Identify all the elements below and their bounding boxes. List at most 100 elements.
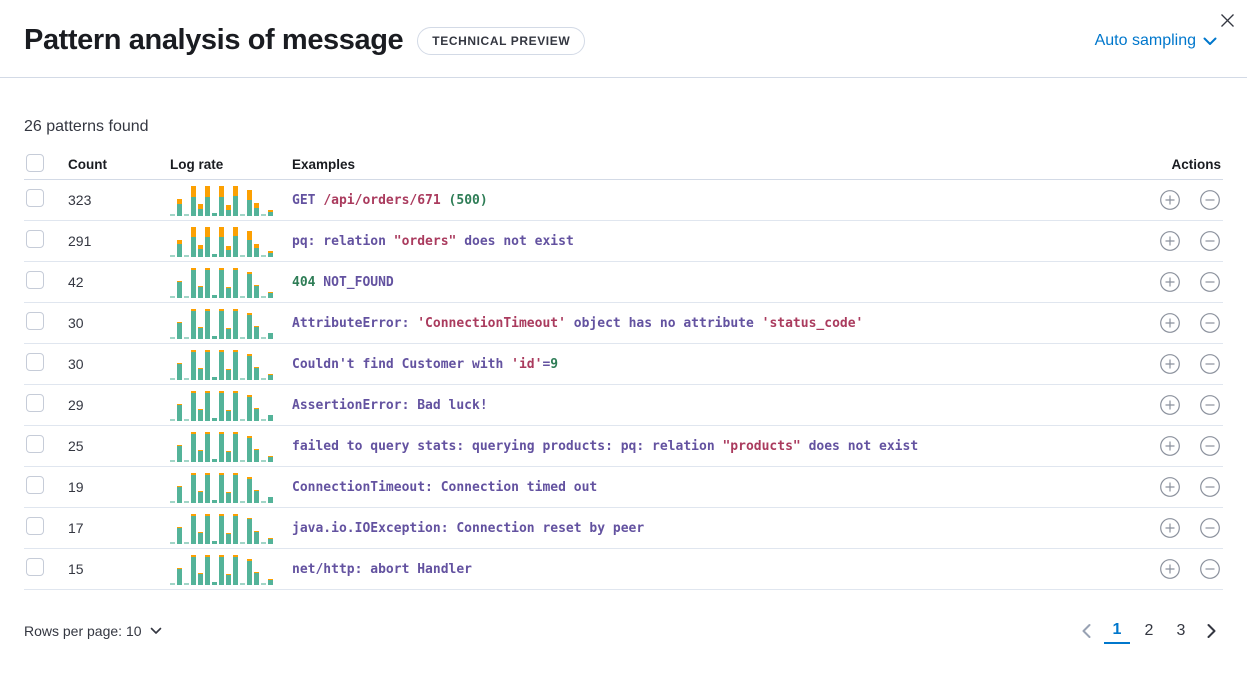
filter-out-pattern-button[interactable] xyxy=(1199,271,1221,293)
filter-in-pattern-button[interactable] xyxy=(1159,435,1181,457)
table-row: 17 java.io.IOException: Connection reset… xyxy=(24,508,1223,549)
count-value: 323 xyxy=(68,192,92,208)
example-token: java.io.IOException: Connection reset by… xyxy=(292,520,645,536)
row-checkbox[interactable] xyxy=(26,393,44,412)
example-token: GET xyxy=(292,192,324,208)
example-token: AssertionError: Bad luck! xyxy=(292,397,488,413)
example-text: java.io.IOException: Connection reset by… xyxy=(292,521,1131,536)
row-checkbox[interactable] xyxy=(26,475,44,494)
example-token: = xyxy=(542,356,551,372)
log-rate-sparkline xyxy=(170,555,273,585)
log-rate-cell xyxy=(170,307,292,339)
row-checkbox-cell xyxy=(24,475,68,499)
plus-in-circle-icon xyxy=(1160,313,1180,333)
log-rate-sparkline xyxy=(170,514,273,544)
actions-cell xyxy=(1131,312,1223,334)
example-token: Couldn't find Customer with xyxy=(292,356,512,372)
filter-in-pattern-button[interactable] xyxy=(1159,476,1181,498)
row-checkbox[interactable] xyxy=(26,229,44,248)
row-checkbox[interactable] xyxy=(26,270,44,289)
pagination-page-1[interactable]: 1 xyxy=(1104,618,1130,644)
table-row: 291 pq: relation "orders" does not exist xyxy=(24,221,1223,262)
example-text: ConnectionTimeout: Connection timed out xyxy=(292,480,1131,495)
row-checkbox[interactable] xyxy=(26,188,44,207)
minus-in-circle-icon xyxy=(1200,190,1220,210)
flyout-header: Pattern analysis of message TECHNICAL PR… xyxy=(0,0,1247,78)
filter-out-pattern-button[interactable] xyxy=(1199,189,1221,211)
chevron-down-icon xyxy=(150,627,161,634)
example-token: failed to query stats: querying products… xyxy=(292,438,723,454)
filter-out-pattern-button[interactable] xyxy=(1199,230,1221,252)
filter-in-pattern-button[interactable] xyxy=(1159,312,1181,334)
row-checkbox[interactable] xyxy=(26,434,44,453)
count-value: 29 xyxy=(68,397,84,413)
column-header-log-rate: Log rate xyxy=(170,157,224,172)
select-all-checkbox[interactable] xyxy=(26,154,44,172)
page-title: Pattern analysis of message xyxy=(24,24,404,56)
example-text: AttributeError: 'ConnectionTimeout' obje… xyxy=(292,316,1131,331)
filter-out-pattern-button[interactable] xyxy=(1199,558,1221,580)
sampling-dropdown[interactable]: Auto sampling xyxy=(1095,32,1217,50)
row-checkbox-cell xyxy=(24,516,68,540)
chevron-down-icon xyxy=(1203,37,1217,45)
count-value: 30 xyxy=(68,356,84,372)
filter-out-pattern-button[interactable] xyxy=(1199,435,1221,457)
filter-in-pattern-button[interactable] xyxy=(1159,558,1181,580)
filter-in-pattern-button[interactable] xyxy=(1159,394,1181,416)
row-checkbox[interactable] xyxy=(26,352,44,371)
example-text: AssertionError: Bad luck! xyxy=(292,398,1131,413)
example-text: net/http: abort Handler xyxy=(292,562,1131,577)
table-row: 30 Couldn't find Customer with 'id'=9 xyxy=(24,344,1223,385)
log-rate-sparkline xyxy=(170,309,273,339)
count-value: 19 xyxy=(68,479,84,495)
example-token: "products" xyxy=(722,438,801,454)
filter-in-pattern-button[interactable] xyxy=(1159,517,1181,539)
table-row: 42 404 NOT_FOUND xyxy=(24,262,1223,303)
rows-per-page-dropdown[interactable]: Rows per page: 10 xyxy=(24,623,162,639)
log-rate-cell xyxy=(170,225,292,257)
pagination-prev-button[interactable] xyxy=(1075,623,1098,639)
row-checkbox-cell xyxy=(24,270,68,294)
filter-out-pattern-button[interactable] xyxy=(1199,394,1221,416)
minus-in-circle-icon xyxy=(1200,477,1220,497)
column-header-actions: Actions xyxy=(1171,157,1221,172)
count-value: 291 xyxy=(68,233,92,249)
row-checkbox[interactable] xyxy=(26,516,44,535)
table-header-row: Count Log rate Examples Actions xyxy=(24,150,1223,180)
row-checkbox[interactable] xyxy=(26,311,44,330)
minus-in-circle-icon xyxy=(1200,231,1220,251)
minus-in-circle-icon xyxy=(1200,354,1220,374)
filter-out-pattern-button[interactable] xyxy=(1199,476,1221,498)
filter-out-pattern-button[interactable] xyxy=(1199,312,1221,334)
example-token: ConnectionTimeout: Connection timed out xyxy=(292,479,598,495)
pagination-page-3[interactable]: 3 xyxy=(1168,618,1194,644)
filter-out-pattern-button[interactable] xyxy=(1199,353,1221,375)
example-token: 'status_code' xyxy=(761,315,864,331)
column-header-count: Count xyxy=(68,157,107,172)
filter-in-pattern-button[interactable] xyxy=(1159,230,1181,252)
pagination-next-button[interactable] xyxy=(1200,623,1223,639)
plus-in-circle-icon xyxy=(1160,190,1180,210)
plus-in-circle-icon xyxy=(1160,559,1180,579)
table-row: 323 GET /api/orders/671 (500) xyxy=(24,180,1223,221)
row-checkbox-cell xyxy=(24,557,68,581)
actions-cell xyxy=(1131,271,1223,293)
example-token: NOT_FOUND xyxy=(315,274,394,290)
filter-in-pattern-button[interactable] xyxy=(1159,353,1181,375)
row-checkbox[interactable] xyxy=(26,557,44,576)
row-checkbox-cell xyxy=(24,352,68,376)
count-value: 42 xyxy=(68,274,84,290)
filter-out-pattern-button[interactable] xyxy=(1199,517,1221,539)
actions-cell xyxy=(1131,230,1223,252)
sampling-dropdown-label: Auto sampling xyxy=(1094,32,1196,49)
table-row: 15 net/http: abort Handler xyxy=(24,549,1223,590)
example-token: 'id' xyxy=(511,356,543,372)
pagination-page-2[interactable]: 2 xyxy=(1136,618,1162,644)
table-row: 29 AssertionError: Bad luck! xyxy=(24,385,1223,426)
close-button[interactable] xyxy=(1213,6,1241,34)
filter-in-pattern-button[interactable] xyxy=(1159,189,1181,211)
filter-in-pattern-button[interactable] xyxy=(1159,271,1181,293)
minus-in-circle-icon xyxy=(1200,559,1220,579)
